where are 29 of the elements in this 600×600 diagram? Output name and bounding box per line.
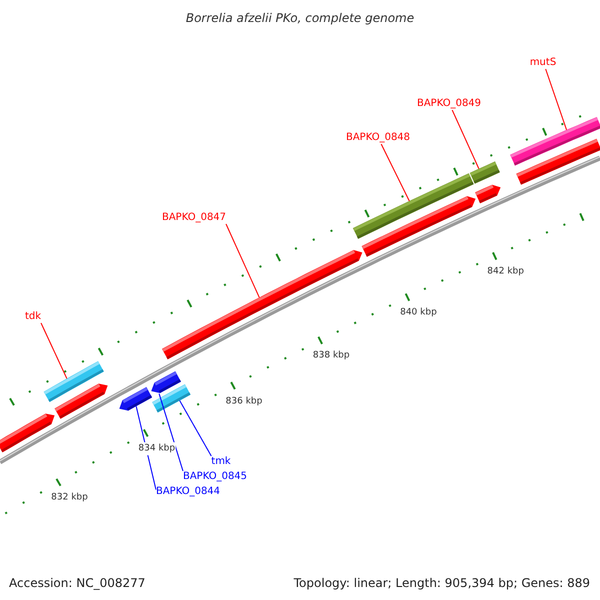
- leader-line: [40, 322, 68, 380]
- gene-segment: [470, 161, 500, 184]
- leader-line: [158, 393, 184, 472]
- gene-segment: [119, 387, 152, 411]
- gene-segment: [54, 384, 108, 419]
- leader-line: [226, 224, 260, 298]
- gene-label: BAPKO_0845: [182, 471, 248, 483]
- gene-segment: [362, 196, 476, 257]
- gene-label: mutS: [530, 57, 556, 69]
- gene-segment: [0, 414, 55, 452]
- footer-note: Topology: linear; Length: 905,394 bp; Genes: 889: [294, 575, 590, 592]
- gene-label: tdk: [24, 311, 42, 323]
- gene-segment: [151, 371, 181, 394]
- leader-line: [380, 144, 410, 202]
- leader-line: [545, 68, 568, 130]
- leader-line: [452, 110, 480, 170]
- diagram-title: Borrelia afzelii PKo, complete genome: [184, 10, 416, 27]
- gene-label: tmk: [211, 456, 231, 468]
- gene-label: BAPKO_0849: [416, 98, 482, 110]
- gene-label: BAPKO_0848: [346, 132, 410, 144]
- gene-segment: [510, 117, 600, 166]
- scale-label: 836 kbp: [224, 394, 264, 408]
- gene-segment: [162, 250, 362, 360]
- leader-line: [179, 400, 212, 456]
- gene-label: BAPKO_0847: [162, 212, 226, 224]
- footer-note: Accession: NC_008277: [9, 575, 146, 592]
- gene-label: BAPKO_0844: [156, 486, 220, 498]
- gene-segment: [475, 184, 501, 204]
- scale-label: 834 kbp: [137, 442, 176, 456]
